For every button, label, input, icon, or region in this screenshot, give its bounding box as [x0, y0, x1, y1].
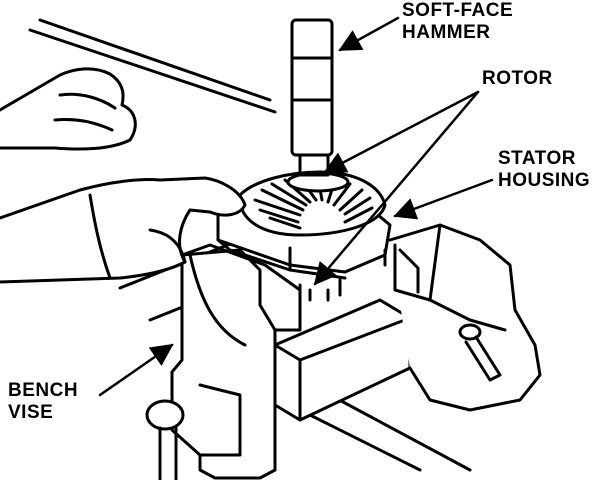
- label-line: HAMMER: [402, 22, 491, 43]
- label-line: ROTOR: [482, 68, 553, 89]
- label-soft-face-hammer: SOFT-FACE HAMMER: [402, 0, 513, 44]
- rotor: [238, 170, 387, 237]
- label-stator-housing: STATOR HOUSING: [498, 148, 590, 192]
- label-line: HOUSING: [498, 170, 591, 191]
- label-bench-vise: BENCH VISE: [8, 380, 78, 424]
- label-line: VISE: [8, 402, 54, 423]
- hand-holding-housing: [0, 176, 247, 284]
- label-rotor: ROTOR: [482, 68, 553, 90]
- label-line: BENCH: [8, 380, 79, 401]
- hand-gripping-hammer: [0, 67, 137, 151]
- label-line: STATOR: [498, 148, 576, 169]
- label-line: SOFT-FACE: [402, 0, 514, 21]
- soft-face-hammer: [28, 18, 334, 177]
- callout-lines: [98, 16, 494, 397]
- bench-vise: [145, 223, 542, 480]
